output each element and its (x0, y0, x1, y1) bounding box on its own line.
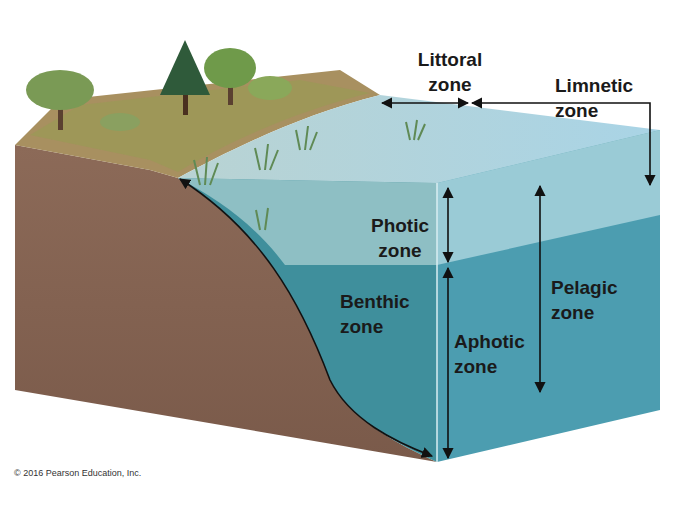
zone-label: Limnetic zone (555, 74, 647, 123)
trees (26, 40, 292, 131)
photic-side (437, 130, 660, 265)
zone-label: Aphotic zone (454, 330, 536, 379)
water-side (437, 130, 660, 462)
zone-label: Photic zone (358, 214, 442, 263)
land-section (15, 145, 437, 462)
zone-arrows (180, 103, 650, 458)
zone-label: Benthic zone (340, 290, 430, 339)
copyright-note: © 2016 Pearson Education, Inc. (14, 468, 141, 479)
reeds (194, 120, 425, 230)
zone-label: Pelagic zone (551, 276, 641, 325)
zone-label: Littoral zone (405, 48, 495, 97)
